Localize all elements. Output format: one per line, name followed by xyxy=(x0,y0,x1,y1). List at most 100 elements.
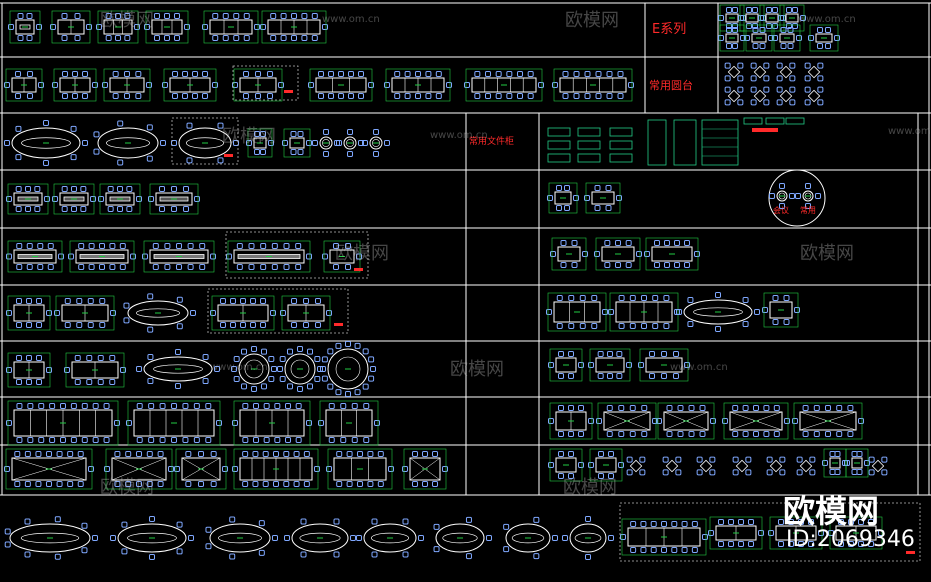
dimension-box xyxy=(7,240,63,273)
round-table xyxy=(277,346,323,392)
table-inner xyxy=(20,532,80,544)
chair xyxy=(185,481,192,487)
conference-table xyxy=(596,402,658,440)
chair xyxy=(323,129,329,135)
table-inner xyxy=(153,364,203,374)
chair xyxy=(615,262,621,268)
chair xyxy=(373,151,379,157)
chair xyxy=(538,82,544,88)
file-cabinet xyxy=(785,117,805,125)
chair xyxy=(789,75,796,82)
chair xyxy=(80,186,87,192)
conference-table xyxy=(772,24,802,52)
table-top xyxy=(471,77,537,93)
chair xyxy=(738,15,744,21)
table-top xyxy=(233,249,305,264)
chair xyxy=(402,466,408,472)
chair xyxy=(328,437,335,443)
chair xyxy=(242,481,249,487)
round-table xyxy=(769,183,795,209)
chair xyxy=(788,541,794,547)
chair xyxy=(198,451,204,457)
chair xyxy=(618,462,624,468)
table-top xyxy=(601,246,635,262)
chair xyxy=(346,481,353,487)
chair xyxy=(558,405,564,411)
chair xyxy=(295,243,302,249)
chair xyxy=(321,375,328,382)
dimension-box xyxy=(55,295,115,331)
chair xyxy=(813,405,820,411)
table-top xyxy=(369,136,383,150)
table-top xyxy=(629,459,643,473)
chair xyxy=(242,451,249,457)
chair xyxy=(60,403,66,409)
chair xyxy=(78,243,85,249)
chair xyxy=(262,481,269,487)
chair xyxy=(552,82,558,88)
chair xyxy=(270,310,276,316)
table-inner xyxy=(322,139,330,147)
round-table xyxy=(312,129,340,157)
table-top xyxy=(727,65,741,79)
chair xyxy=(267,93,273,99)
chair xyxy=(486,535,492,541)
chair xyxy=(558,451,564,457)
dashed-selection-boxes xyxy=(171,65,921,562)
chair xyxy=(562,71,569,77)
chair xyxy=(558,351,564,357)
chair xyxy=(602,309,608,315)
chair xyxy=(605,205,612,211)
chair xyxy=(287,383,293,390)
chair xyxy=(715,326,721,332)
chair xyxy=(825,431,831,437)
chair xyxy=(261,383,267,390)
chair xyxy=(630,521,637,527)
chair xyxy=(784,418,790,424)
conference-table xyxy=(620,518,708,556)
chair xyxy=(737,75,744,82)
chair xyxy=(146,451,153,457)
chair xyxy=(90,196,96,202)
conference-table xyxy=(226,240,312,273)
chair xyxy=(368,375,375,382)
conference-table xyxy=(104,448,174,490)
chair xyxy=(746,23,752,29)
chair xyxy=(370,366,376,372)
conference-table xyxy=(588,448,624,482)
chair xyxy=(252,451,259,457)
chair xyxy=(732,23,738,29)
chair xyxy=(184,24,190,30)
chair xyxy=(175,383,181,389)
table-inner xyxy=(511,532,545,544)
chair xyxy=(638,362,644,368)
table-top xyxy=(151,19,183,35)
chair xyxy=(306,140,312,146)
table-inner xyxy=(335,356,361,382)
conference-table xyxy=(98,183,142,215)
table-top xyxy=(785,13,799,23)
chair xyxy=(654,262,660,268)
chair xyxy=(763,86,770,93)
chair xyxy=(724,62,731,69)
chair xyxy=(240,298,246,304)
chair xyxy=(605,185,612,191)
conference-table xyxy=(644,237,700,271)
chair xyxy=(778,519,784,525)
chair xyxy=(35,451,42,457)
watermark-brand-4: 欧模网 xyxy=(335,243,389,264)
chair xyxy=(278,82,284,88)
dimension-box xyxy=(548,182,578,214)
chair xyxy=(573,93,580,99)
table-top xyxy=(553,301,601,323)
chair xyxy=(46,367,52,373)
chair xyxy=(68,253,74,260)
chair xyxy=(750,86,757,93)
dimension-box xyxy=(281,295,331,331)
chair xyxy=(851,451,858,457)
chair xyxy=(144,24,150,30)
chair xyxy=(715,292,721,298)
chair xyxy=(503,546,510,553)
chair xyxy=(737,99,744,106)
table-top xyxy=(289,137,305,149)
